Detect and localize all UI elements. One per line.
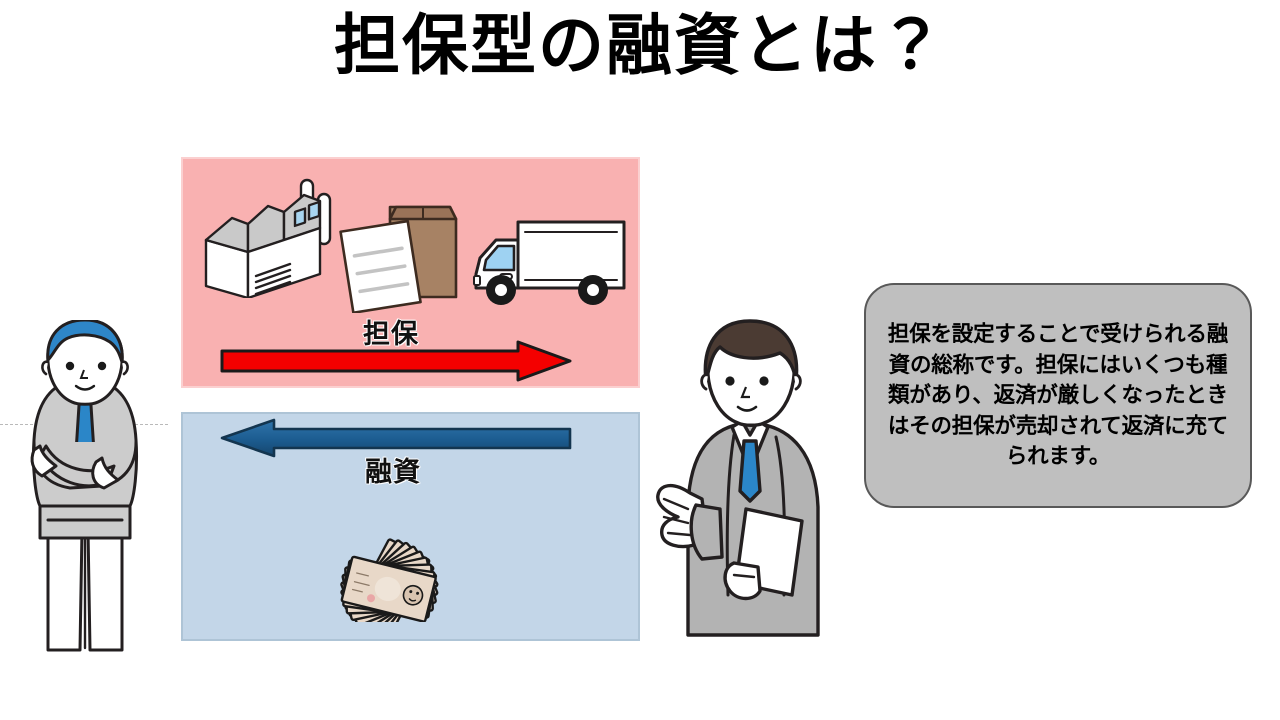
collateral-label: 担保 [363, 319, 419, 349]
loan-arrow-left [220, 418, 572, 458]
bubble-line-4: なったときはその担保が売却され [887, 383, 1228, 438]
borrower-figure [10, 318, 160, 665]
presenter-figure [650, 295, 850, 650]
bubble-line-2-rest: です。担保にはいく [973, 352, 1164, 377]
loan-label: 融資 [365, 457, 421, 487]
speech-bubble-text: 担保を設定することで受けられる融資の総称です。担保にはいくつも種類があり、返済が… [880, 319, 1236, 472]
factory-icon [196, 178, 336, 303]
bubble-line-5: て返済に充てられます。 [1005, 413, 1229, 469]
bubble-line-1: 担保を設定することで受けられる [887, 322, 1207, 347]
speech-bubble: 担保を設定することで受けられる融資の総称です。担保にはいくつも種類があり、返済が… [864, 283, 1252, 508]
page-title: 担保型の融資とは？ [334, 8, 946, 82]
yen-banknotes-icon [288, 492, 488, 638]
bubble-emphasis: 融資の総称 [888, 322, 1229, 377]
collateral-arrow-right [220, 340, 572, 382]
bubble-line-3: つも種類があり、返済が厳しく [888, 352, 1228, 408]
delivery-truck-icon [470, 214, 630, 315]
cardboard-box-icon [338, 185, 470, 318]
